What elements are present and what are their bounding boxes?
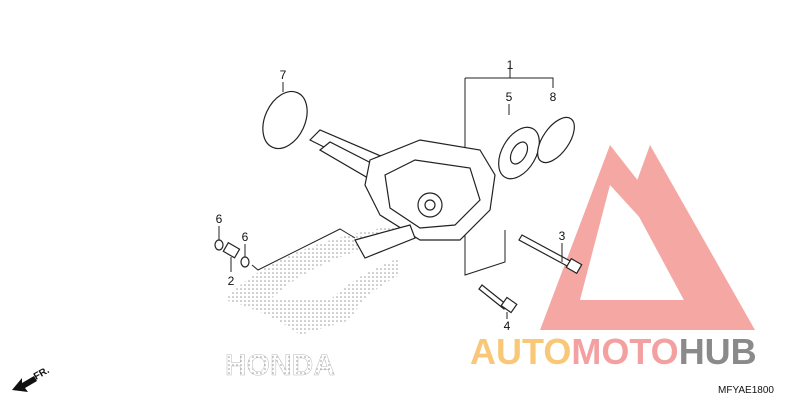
callout-2: 2 bbox=[228, 274, 235, 288]
automotohub-logo-mark bbox=[540, 145, 755, 330]
diagram-code: MFYAE1800 bbox=[718, 385, 774, 396]
circlip-part bbox=[537, 116, 575, 164]
callout-7: 7 bbox=[280, 68, 287, 82]
o-ring-part bbox=[262, 90, 308, 150]
callout-3: 3 bbox=[559, 229, 566, 243]
callout-5: 5 bbox=[506, 90, 513, 104]
front-direction-label: FR. bbox=[32, 365, 52, 383]
watermark-auto: AUTO bbox=[470, 331, 571, 372]
watermark-moto: MOTO bbox=[571, 331, 678, 372]
callout-6a: 6 bbox=[216, 212, 223, 226]
honda-wing-logo: HONDA bbox=[225, 225, 400, 382]
callout-6b: 6 bbox=[242, 230, 249, 244]
watermark-text: AUTOMOTOHUB bbox=[470, 331, 757, 372]
watermark-hub: HUB bbox=[679, 331, 757, 372]
callout-1: 1 bbox=[507, 58, 514, 72]
dowel-washer-parts bbox=[214, 226, 356, 272]
leader-lines bbox=[464, 66, 554, 276]
gear-housing-part bbox=[354, 139, 496, 259]
bearing-part bbox=[498, 126, 540, 180]
callout-4: 4 bbox=[504, 319, 511, 333]
bolt-4-part bbox=[478, 284, 518, 319]
bolt-3-part bbox=[518, 234, 583, 275]
honda-logo-text: HONDA bbox=[225, 349, 335, 382]
front-direction-arrow-icon: FR. bbox=[12, 365, 52, 392]
callout-8: 8 bbox=[550, 90, 557, 104]
